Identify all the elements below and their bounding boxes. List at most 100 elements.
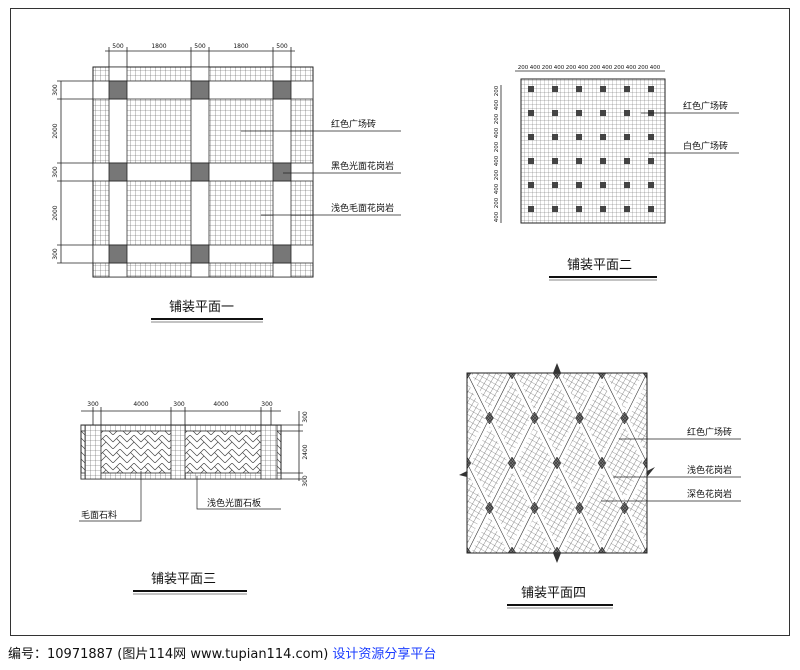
plan4-granite-strip xyxy=(467,462,513,553)
plan4-dark-granite-diamond xyxy=(441,502,449,514)
plan4-title: 铺装平面四 xyxy=(521,586,586,601)
plan2-paver-dot xyxy=(648,134,654,140)
plan2-dim-left: 400 xyxy=(494,127,500,138)
plan4-granite-strip xyxy=(287,373,377,553)
plan4-label-dark-granite: 深色花岗岩 xyxy=(687,488,732,500)
plan4-granite-strip xyxy=(646,373,647,374)
plan4-granite-strip xyxy=(332,373,422,553)
plan2-paver-dot xyxy=(528,86,534,92)
plan3-dim-top: 300 xyxy=(87,401,99,408)
plan4-dark-granite-diamond xyxy=(418,547,426,559)
plan1-dim-left: 2000 xyxy=(52,123,59,138)
plan4-dark-granite-diamond xyxy=(575,411,584,425)
plan4-dark-granite-diamond xyxy=(441,412,449,424)
plan2-paver-dot xyxy=(528,134,534,140)
plan3-dim-top: 4000 xyxy=(133,401,148,408)
plan1-dim-top: 1800 xyxy=(233,43,248,50)
paving-plans-drawing: 500 1800 500 1800 500 300 2000 300 2000 … xyxy=(52,43,789,609)
plan2-paver-dot xyxy=(648,182,654,188)
plan4-granite-strip xyxy=(643,373,647,381)
paving-plan-4: 红色广场砖 浅色花岗岩 深色花岗岩 铺装平面四 xyxy=(287,363,789,609)
plan4-granite-strip xyxy=(601,462,647,553)
plan4-dark-granite-diamond xyxy=(711,502,719,514)
plan1-title: 铺装平面一 xyxy=(169,300,234,315)
plan4-edge-markers xyxy=(459,363,655,563)
plan2-white-paver-dots xyxy=(528,86,654,212)
plan2-dim-top: 400 xyxy=(650,65,661,71)
plan4-dark-granite-diamond xyxy=(373,547,381,559)
plan3-dim-right: 2400 xyxy=(302,444,309,459)
plan3-title: 铺装平面三 xyxy=(151,572,216,587)
plan2-dim-left: 200 xyxy=(494,85,500,96)
plan2-dim-top: 400 xyxy=(626,65,637,71)
plan2-paver-dot xyxy=(552,206,558,212)
plan2-paver-dot xyxy=(552,134,558,140)
plan4-dark-granite-diamond xyxy=(688,367,696,379)
plan4-dark-granite-diamond xyxy=(642,456,647,470)
plan4-dark-granite-diamond xyxy=(396,412,404,424)
plan2-paver-dot xyxy=(600,206,606,212)
plan4-granite-strip xyxy=(467,552,468,553)
plan1-dim-left: 2000 xyxy=(52,205,59,220)
plan2-paver-dot xyxy=(552,86,558,92)
plan4-granite-strip xyxy=(467,373,471,381)
plan2-paver-dot xyxy=(600,134,606,140)
plan4-granite-strip xyxy=(737,373,789,553)
plan2-paver-dot xyxy=(624,110,630,116)
plan4-granite-strip xyxy=(643,545,647,553)
plan4-granite-strip xyxy=(737,373,789,553)
plan4-dark-granite-diamond xyxy=(575,501,584,515)
drawing-sheet: 500 1800 500 1800 500 300 2000 300 2000 … xyxy=(10,8,790,636)
site-link[interactable]: 设计资源分享平台 xyxy=(332,647,437,662)
plan4-granite-strip xyxy=(692,373,782,553)
plan2-dim-top: 200 xyxy=(542,65,553,71)
paving-plan-3: 300 4000 300 4000 300 300 2400 300 毛面石料 … xyxy=(79,401,309,595)
plan4-dark-granite-diamond xyxy=(733,367,741,379)
plan4-granite-strip xyxy=(332,373,422,553)
plan4-dark-granite-diamond xyxy=(485,501,494,515)
plan4-dark-granite-diamond xyxy=(620,501,629,515)
plan3-dim-top: 4000 xyxy=(213,401,228,408)
plan4-dark-granite-diamond xyxy=(597,456,607,470)
plan2-dim-top: 200 xyxy=(518,65,529,71)
plan2-dim-left: 200 xyxy=(494,197,500,208)
plan4-label-light-granite: 浅色花岗岩 xyxy=(687,464,732,476)
plan2-dim-left: 200 xyxy=(494,169,500,180)
plan4-granite-strip xyxy=(287,373,377,553)
plan1-dark-granite-squares xyxy=(108,80,292,264)
paving-plan-1: 500 1800 500 1800 500 300 2000 300 2000 … xyxy=(52,43,401,323)
plan4-dark-granite-diamond xyxy=(666,502,674,514)
plan4-dark-granite-diamond xyxy=(552,546,562,553)
plan2-paver-dot xyxy=(552,182,558,188)
plan4-dark-granite-diamond xyxy=(467,546,472,553)
plan2-dim-left: 400 xyxy=(494,155,500,166)
plan4-dark-granite-diamond xyxy=(642,546,647,553)
plan4-granite-strip xyxy=(287,373,377,553)
plan4-granite-strip xyxy=(467,373,513,464)
plan2-paver-dot xyxy=(624,134,630,140)
plan4-dark-granite-diamond xyxy=(756,502,764,514)
plan2-dim-top: 200 xyxy=(590,65,601,71)
plan3-dim-right: 300 xyxy=(302,475,309,487)
plan4-dark-granite-diamond xyxy=(467,456,472,470)
plan2-paver-dot xyxy=(552,110,558,116)
plan2-paver-dot xyxy=(624,206,630,212)
plan1-dim-top: 500 xyxy=(276,43,288,50)
plan4-dark-granite-diamond xyxy=(507,456,517,470)
plan2-paver-dot xyxy=(576,182,582,188)
plan2-paver-dot xyxy=(624,158,630,164)
plan3-rough-stone-strips xyxy=(80,424,282,480)
plan4-dark-granite-diamond xyxy=(530,501,539,515)
plan3-dim-right: 300 xyxy=(302,411,309,423)
plan2-paver-dot xyxy=(528,182,534,188)
plan4-granite-strip xyxy=(782,373,789,553)
plan2-paver-dot xyxy=(576,110,582,116)
plan4-dark-granite-diamond xyxy=(373,367,381,379)
plan3-dim-top: 300 xyxy=(173,401,185,408)
plan4-dark-granite-diamond xyxy=(507,546,517,553)
plan2-paver-dot xyxy=(624,86,630,92)
plan2-title: 铺装平面二 xyxy=(567,258,632,273)
plan4-granite-strip xyxy=(646,552,647,553)
plan4-dark-granite-diamond xyxy=(688,547,696,559)
plan2-paver-dot xyxy=(576,206,582,212)
